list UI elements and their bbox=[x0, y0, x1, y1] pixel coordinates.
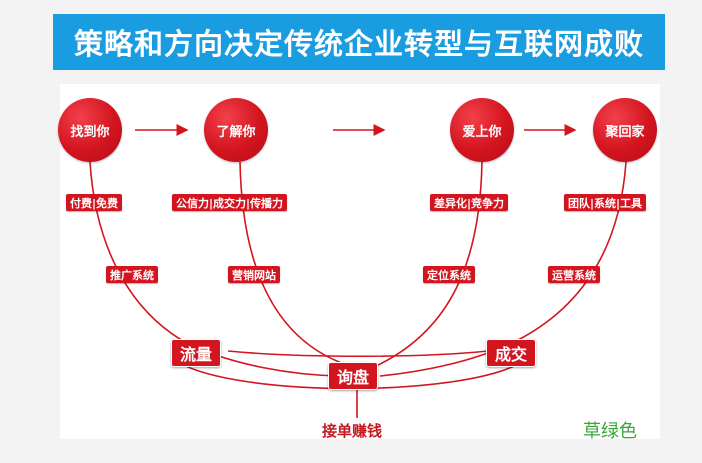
page-title: 策略和方向决定传统企业转型与互联网成败 bbox=[53, 14, 665, 70]
curve-gather-deal bbox=[379, 161, 627, 377]
hub-traffic: 流量 bbox=[171, 339, 222, 367]
curve-love-inquiry bbox=[375, 161, 483, 367]
tag-find: 付费|免费 bbox=[66, 194, 123, 211]
hub-inquiry: 询盘 bbox=[328, 362, 379, 390]
tag-know: 公信力|成交力|传播力 bbox=[172, 194, 288, 211]
system-tag-marketing-site: 营销网站 bbox=[228, 266, 280, 283]
system-tag-promotion: 推广系统 bbox=[106, 266, 158, 283]
hub-deal: 成交 bbox=[486, 339, 537, 367]
watermark-text: 草绿色 bbox=[583, 421, 637, 442]
system-tag-positioning: 定位系统 bbox=[423, 266, 475, 283]
stage-circle-love: 爱上你 bbox=[450, 98, 514, 162]
footer-label: 接单赚钱 bbox=[322, 422, 383, 440]
stage-circle-gather: 聚回家 bbox=[593, 98, 657, 162]
tag-gather: 团队|系统|工具 bbox=[564, 194, 647, 211]
tag-love: 差异化|竞争力 bbox=[430, 194, 509, 211]
curve-know-inquiry bbox=[239, 161, 351, 367]
system-tag-operations: 运营系统 bbox=[548, 266, 600, 283]
stage-circle-know: 了解你 bbox=[204, 98, 268, 162]
curve-traffic-deal bbox=[227, 350, 489, 358]
stage-circle-find: 找到你 bbox=[58, 98, 122, 162]
